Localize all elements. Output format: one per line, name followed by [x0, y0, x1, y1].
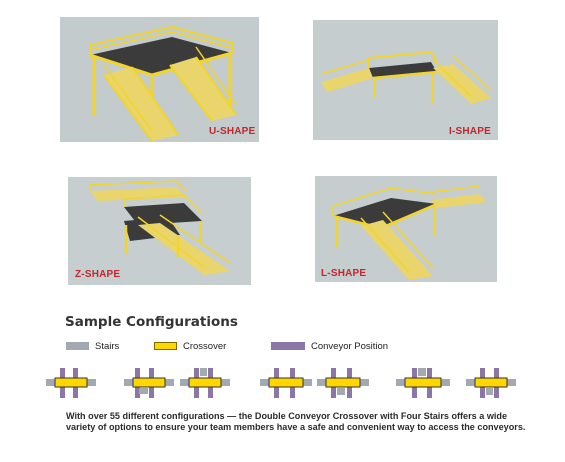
i-shape-panel: I-SHAPE [313, 20, 498, 140]
config-diagram-3 [180, 368, 230, 398]
legend-item-conveyor: Conveyor Position [271, 340, 388, 352]
stairs-swatch [66, 342, 89, 350]
i-shape-caption: I-SHAPE [449, 126, 491, 137]
u-shape-illustration [60, 17, 259, 142]
configuration-diagrams [46, 368, 516, 398]
legend-label-crossover: Crossover [183, 340, 227, 352]
config-diagram-7 [466, 368, 516, 398]
crossover-swatch [154, 342, 177, 350]
description-paragraph: With over 55 different configurations — … [66, 411, 526, 433]
z-shape-caption: Z-SHAPE [75, 269, 121, 280]
config-diagram-2 [124, 368, 174, 398]
legend-label-stairs: Stairs [95, 340, 120, 352]
config-diagram-1 [46, 368, 96, 398]
z-shape-panel: Z-SHAPE [68, 177, 251, 285]
config-diagram-6 [396, 368, 450, 398]
section-title: Sample Configurations [65, 314, 238, 330]
config-diagram-4 [260, 368, 312, 398]
legend-label-conveyor: Conveyor Position [311, 340, 389, 352]
legend-item-crossover: Crossover [154, 340, 226, 352]
conveyor-swatch [271, 342, 305, 350]
i-shape-illustration [313, 20, 498, 140]
u-shape-caption: U-SHAPE [209, 126, 256, 137]
config-diagram-5 [317, 368, 369, 398]
legend-item-stairs: Stairs [66, 340, 119, 352]
l-shape-panel: L-SHAPE [315, 176, 497, 282]
u-shape-panel: U-SHAPE [60, 17, 259, 142]
l-shape-illustration [315, 176, 497, 282]
z-shape-illustration [68, 177, 251, 285]
l-shape-caption: L-SHAPE [321, 268, 367, 279]
